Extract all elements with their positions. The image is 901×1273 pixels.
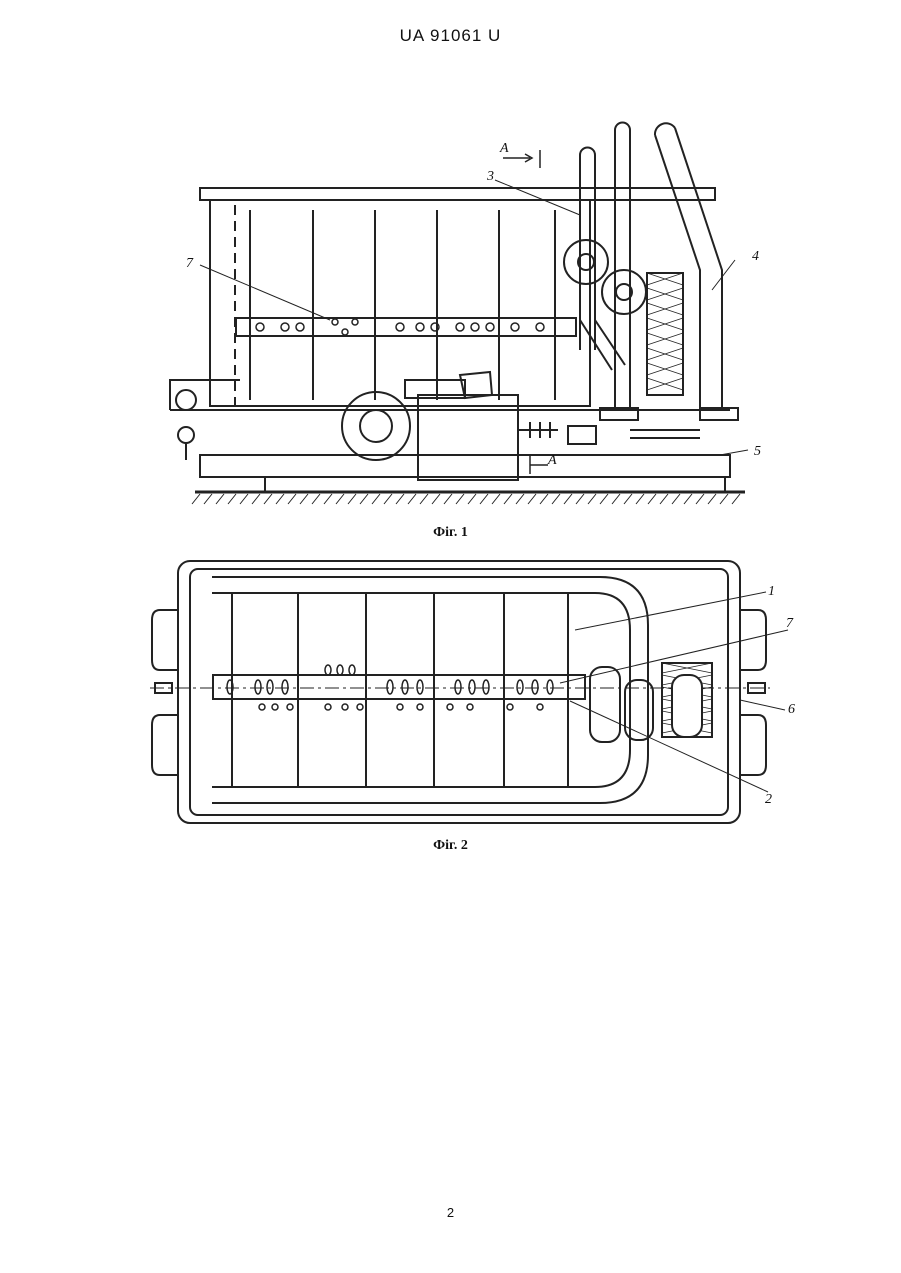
figure-1-drawing: A A 3 4 5 7 <box>0 110 901 520</box>
document-number: UA 91061 U <box>0 26 901 46</box>
figure-1-caption: Фіг. 1 <box>0 525 901 541</box>
label-6: 6 <box>788 702 795 717</box>
label-7: 7 <box>786 616 794 631</box>
label-4: 4 <box>752 249 759 264</box>
page-number: 2 <box>0 1205 901 1220</box>
label-7: 7 <box>186 256 194 271</box>
figure-2-drawing: 1 7 6 2 <box>0 555 901 835</box>
label-section-a-top: A <box>499 141 509 156</box>
label-2: 2 <box>765 792 772 807</box>
label-3: 3 <box>486 169 494 184</box>
label-1: 1 <box>768 584 775 599</box>
label-5: 5 <box>754 444 761 459</box>
figure-2-caption: Фіг. 2 <box>0 838 901 854</box>
label-section-a-bottom: A <box>547 453 557 468</box>
